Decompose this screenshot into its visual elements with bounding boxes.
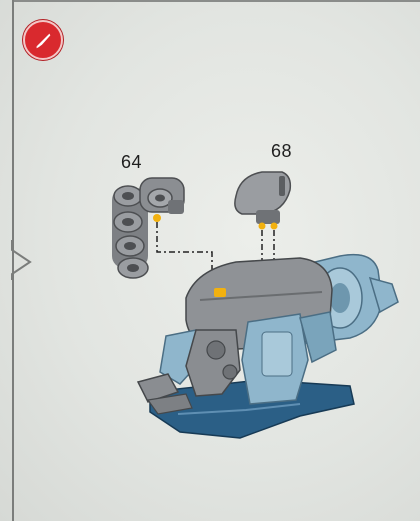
part-68-assembly [235,172,290,230]
part-64-assembly [112,178,184,278]
main-assembly [138,255,398,438]
